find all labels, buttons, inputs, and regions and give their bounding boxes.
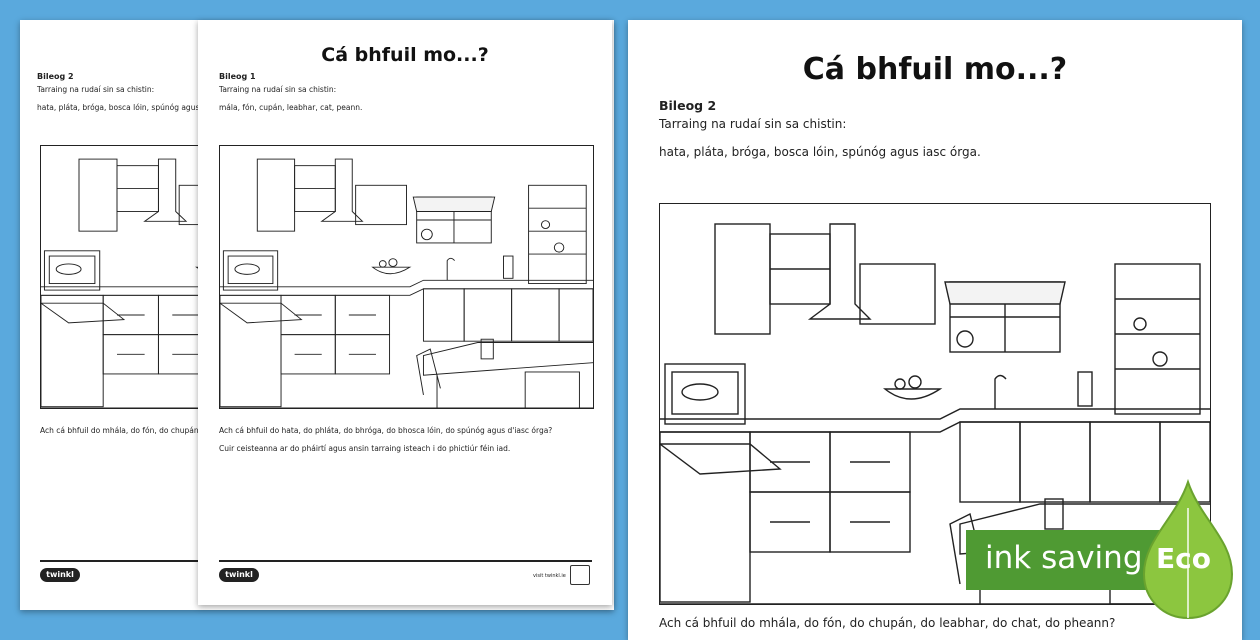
worksheet-middle: Cá bhfuil mo...? Bileog 1 Tarraing na ru… — [198, 20, 612, 605]
worksheet-question: Ach cá bhfuil do mhála, do fón, do chupá… — [659, 616, 1116, 630]
accreditation-badge-icon — [570, 565, 590, 585]
worksheet-items: hata, pláta, bróga, bosca lóin, spúnóg a… — [659, 145, 981, 159]
footer-url: visit twinkl.ie — [533, 573, 566, 579]
footer-divider — [219, 560, 592, 562]
eco-leaf-icon — [1142, 478, 1234, 620]
worksheet-question: Ach cá bhfuil do hata, do phláta, do bhr… — [219, 426, 553, 435]
twinkl-logo: twinkl — [219, 568, 259, 582]
worksheet-instruction: Tarraing na rudaí sin sa chistin: — [219, 85, 337, 94]
twinkl-logo: twinkl — [40, 568, 80, 582]
worksheet-instruction: Tarraing na rudaí sin sa chistin: — [659, 117, 847, 131]
worksheet-instruction: Tarraing na rudaí sin sa chistin: — [37, 85, 155, 94]
worksheet-title: Cá bhfuil mo...? — [321, 44, 489, 66]
worksheet-prompt: Cuir ceisteanna ar do pháirtí agus ansin… — [219, 444, 511, 453]
worksheet-items: mála, fón, cupán, leabhar, cat, peann. — [219, 103, 363, 112]
eco-label: Eco — [1156, 542, 1211, 575]
worksheet-label: Bileog 1 — [219, 72, 256, 81]
worksheet-question: Ach cá bhfuil do mhála, do fón, do chupá… — [40, 426, 326, 435]
worksheet-items: hata, pláta, bróga, bosca lóin, spúnóg a… — [37, 103, 239, 112]
ink-saving-text: ink saving — [985, 540, 1143, 576]
worksheet-label: Bileog 2 — [37, 72, 74, 81]
kitchen-illustration — [219, 145, 594, 409]
worksheet-title: Cá bhfuil mo...? — [802, 52, 1068, 87]
worksheet-label: Bileog 2 — [659, 98, 717, 113]
